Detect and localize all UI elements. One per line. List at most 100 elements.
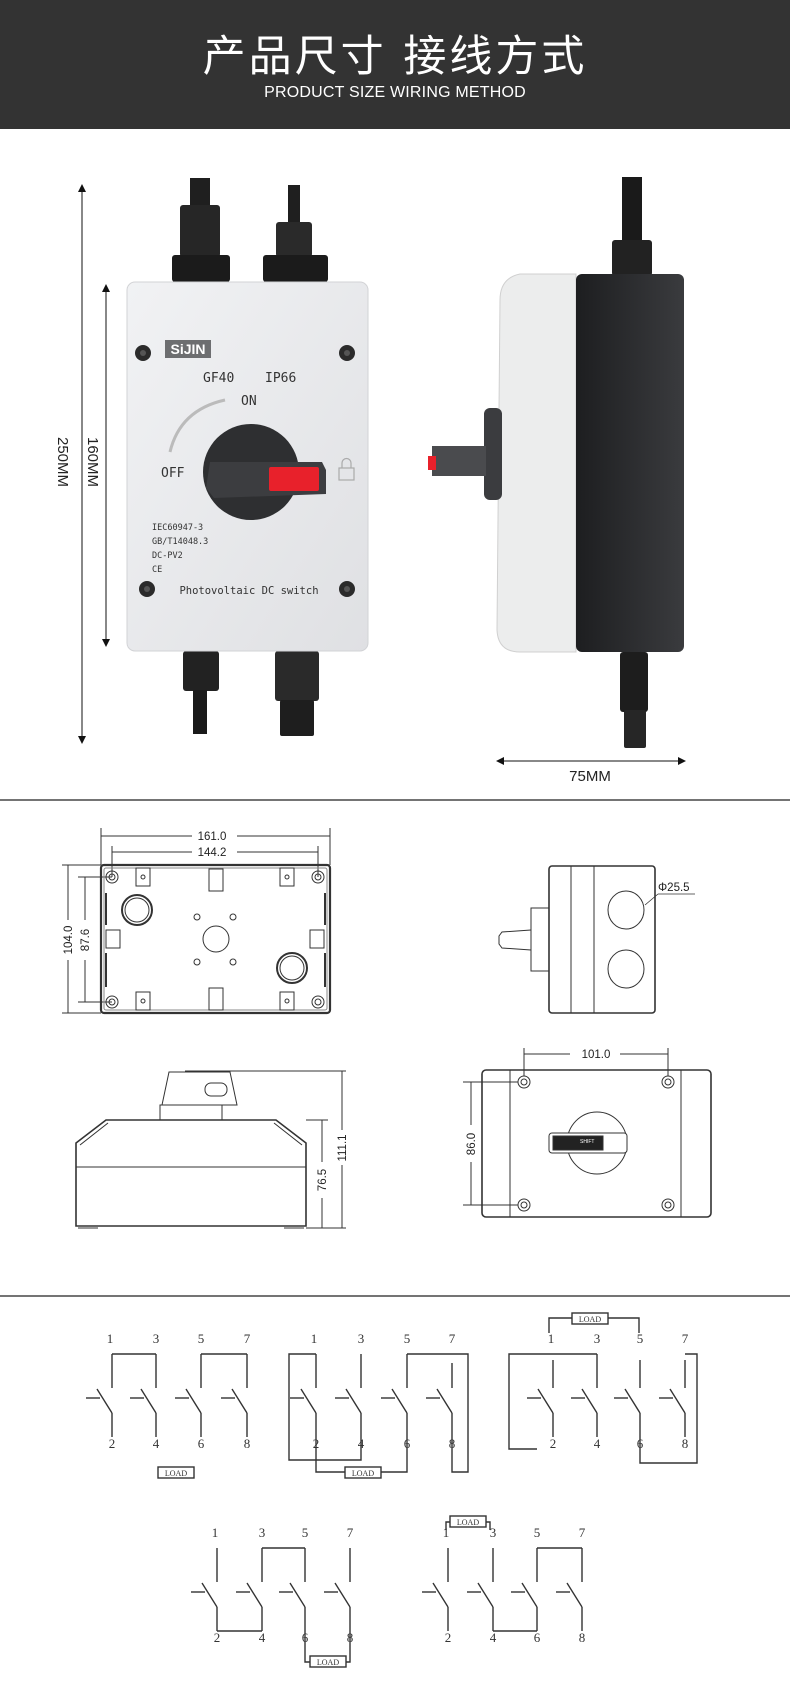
- body-depth-label: 76.5: [317, 1169, 329, 1191]
- load-box: [449, 1515, 487, 1528]
- wire: [300, 1388, 317, 1414]
- terminal-label: 4: [594, 1436, 601, 1451]
- dimension-total-height: [78, 184, 86, 744]
- terminal-label: 1: [311, 1331, 318, 1346]
- height-inner-label: 87.6: [80, 929, 92, 951]
- drawing-side-view: [498, 865, 695, 1014]
- drawing-front-view: [463, 1048, 712, 1218]
- load-box: [157, 1466, 195, 1479]
- cert-line: GB/T14048.3: [152, 537, 208, 547]
- wire: [246, 1582, 263, 1608]
- wire: [639, 1353, 698, 1464]
- wire: [477, 1582, 494, 1608]
- bottom-connector-right: [275, 651, 319, 736]
- drawing-back-view: [62, 828, 332, 1015]
- terminal-label: 1: [443, 1525, 450, 1540]
- wire: [288, 1353, 362, 1461]
- wire: [304, 1631, 310, 1663]
- terminal-label: 7: [579, 1525, 586, 1540]
- terminal-label: 7: [244, 1331, 251, 1346]
- terminal-label: 3: [490, 1525, 497, 1540]
- terminal-label: 3: [358, 1331, 365, 1346]
- material-label: GF40: [203, 371, 234, 386]
- hole-diameter-label: Φ25.5: [658, 882, 690, 894]
- dimension-box-height: [102, 284, 110, 647]
- handle-text: SHIFT: [580, 1139, 594, 1145]
- cert-line: DC-PV2: [152, 551, 183, 561]
- dimension-depth: [496, 757, 686, 765]
- terminal-label: 3: [153, 1331, 160, 1346]
- load-box: [309, 1655, 347, 1668]
- lock-icon: [338, 457, 355, 481]
- brand-logo: [165, 340, 211, 358]
- wire: [140, 1388, 157, 1414]
- wire: [96, 1388, 113, 1414]
- cert-line: IEC60947-3: [152, 523, 203, 533]
- page-header: 产品尺寸 接线方式 PRODUCT SIZE WIRING METHOD: [0, 0, 790, 129]
- wire: [548, 1317, 572, 1333]
- wire: [231, 1388, 248, 1414]
- wire: [486, 1521, 491, 1530]
- terminal-label: 1: [212, 1525, 219, 1540]
- terminal-label: 8: [579, 1630, 586, 1645]
- terminal-label: 5: [404, 1331, 411, 1346]
- screw-spacing-y-label: 86.0: [466, 1133, 478, 1155]
- depth-label: 75MM: [569, 768, 611, 785]
- terminal-label: 2: [445, 1630, 452, 1645]
- rotation-arrow-icon: [168, 398, 226, 453]
- screw-icon: [339, 345, 355, 361]
- rating-label: IP66: [265, 371, 296, 386]
- load-label: LOAD: [457, 1518, 479, 1527]
- wire: [334, 1582, 351, 1608]
- terminal-label: 4: [490, 1630, 497, 1645]
- wire: [436, 1388, 453, 1414]
- top-connector-right: [263, 185, 328, 282]
- load-label: LOAD: [317, 1658, 339, 1667]
- wire: [581, 1388, 598, 1414]
- terminal-label: 7: [449, 1331, 456, 1346]
- total-depth-label: 111.1: [337, 1134, 349, 1161]
- wire: [315, 1437, 345, 1473]
- screw-icon: [139, 581, 155, 597]
- terminal-label: 5: [637, 1331, 644, 1346]
- terminal-label: 5: [302, 1525, 309, 1540]
- wire: [289, 1582, 306, 1608]
- bottom-connector-left: [183, 651, 219, 734]
- width-inner-label: 144.2: [198, 847, 227, 859]
- terminal-label: 8: [682, 1436, 689, 1451]
- wire: [432, 1582, 449, 1608]
- screw-icon: [339, 581, 355, 597]
- wiring-diagrams: 12345678LOAD12345678LOAD12345678LOAD1234…: [86, 1312, 698, 1668]
- wire: [445, 1521, 450, 1530]
- terminal-label: 6: [198, 1436, 205, 1451]
- wire: [185, 1388, 202, 1414]
- wire: [566, 1582, 583, 1608]
- terminal-label: 6: [534, 1630, 541, 1645]
- terminal-label: 5: [198, 1331, 205, 1346]
- switch-side-photo: [428, 177, 684, 748]
- width-outer-label: 161.0: [198, 831, 227, 843]
- wire: [391, 1388, 408, 1414]
- load-label: LOAD: [165, 1469, 187, 1478]
- load-label: LOAD: [352, 1469, 374, 1478]
- load-box: [344, 1466, 382, 1479]
- height-outer-label: 104.0: [63, 926, 75, 955]
- terminal-label: 2: [214, 1630, 221, 1645]
- wire: [624, 1388, 641, 1414]
- terminal-label: 8: [244, 1436, 251, 1451]
- rotary-handle[interactable]: [203, 424, 326, 520]
- ce-mark: CE: [152, 565, 162, 575]
- terminal-label: 3: [594, 1331, 601, 1346]
- screw-spacing-x-label: 101.0: [582, 1049, 611, 1061]
- wire: [508, 1353, 597, 1450]
- wire: [521, 1582, 538, 1608]
- wire: [381, 1437, 408, 1473]
- terminal-label: 7: [347, 1525, 354, 1540]
- box-height-label: 160MM: [84, 437, 101, 487]
- load-box: [571, 1312, 609, 1325]
